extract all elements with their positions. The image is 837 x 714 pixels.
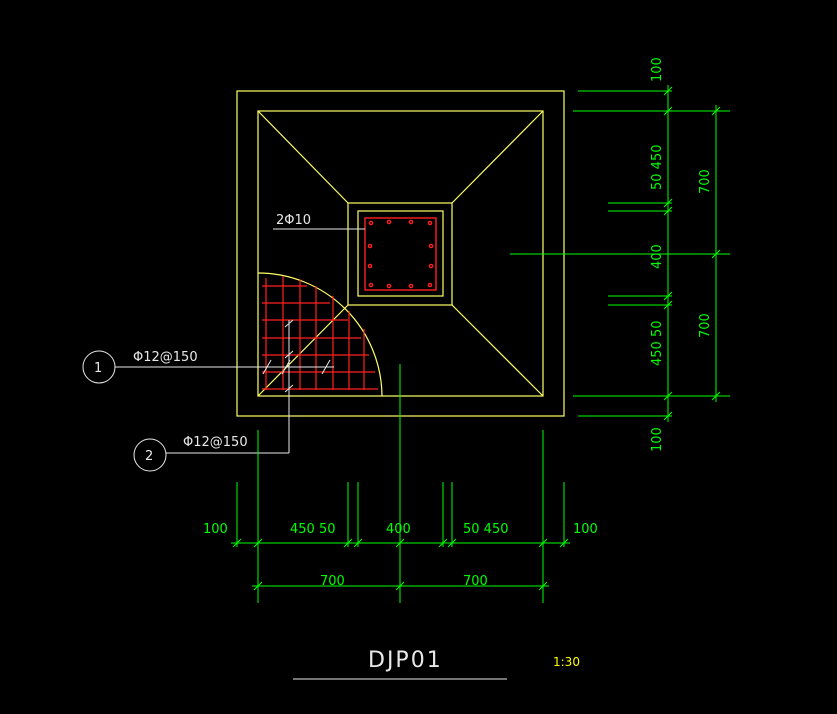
- dim-bottom-right-total: 700: [463, 574, 488, 589]
- drawing-scale: 1:30: [553, 655, 580, 669]
- dim-right-top-total: 700: [698, 169, 713, 194]
- bottom-dimensions: 100 450 50 400 50 450 100 700 700: [203, 522, 598, 589]
- base-mesh-rebar: [262, 276, 378, 390]
- dim-bottom-left-edge: 100: [203, 522, 228, 537]
- bar-2-callout-number: 2: [145, 449, 153, 464]
- dim-right-center: 400: [650, 244, 665, 269]
- dim-bottom-center: 400: [386, 522, 411, 537]
- dim-right-top-edge: 100: [650, 57, 665, 82]
- dim-right-bottom-total: 700: [698, 313, 713, 338]
- dim-bottom-left-inner: 450 50: [290, 522, 336, 537]
- dim-bottom-right-inner: 50 450: [463, 522, 509, 537]
- bar-2-spec-label: Φ12@150: [183, 435, 248, 450]
- dim-right-bottom-edge: 100: [650, 427, 665, 452]
- rebar-leaders: [82, 228, 365, 472]
- column-bars-label: 2Φ10: [276, 213, 311, 228]
- dim-right-top-inner: 50 450: [650, 145, 665, 191]
- column-rebar: [364, 217, 437, 291]
- right-dimensions: 100 50 450 700 400 450 50 700 100: [650, 57, 713, 452]
- rebar-labels: 2Φ10 1 Φ12@150 2 Φ12@150: [94, 213, 311, 464]
- dim-bottom-left-total: 700: [320, 574, 345, 589]
- dim-right-bottom-inner: 450 50: [650, 321, 665, 367]
- dim-bottom-right-edge: 100: [573, 522, 598, 537]
- dimension-lines: [231, 85, 730, 603]
- drawing-title: DJP01: [368, 648, 443, 673]
- bar-1-spec-label: Φ12@150: [133, 350, 198, 365]
- bar-1-callout-number: 1: [94, 361, 102, 376]
- title-block: DJP01 1:30: [293, 648, 580, 680]
